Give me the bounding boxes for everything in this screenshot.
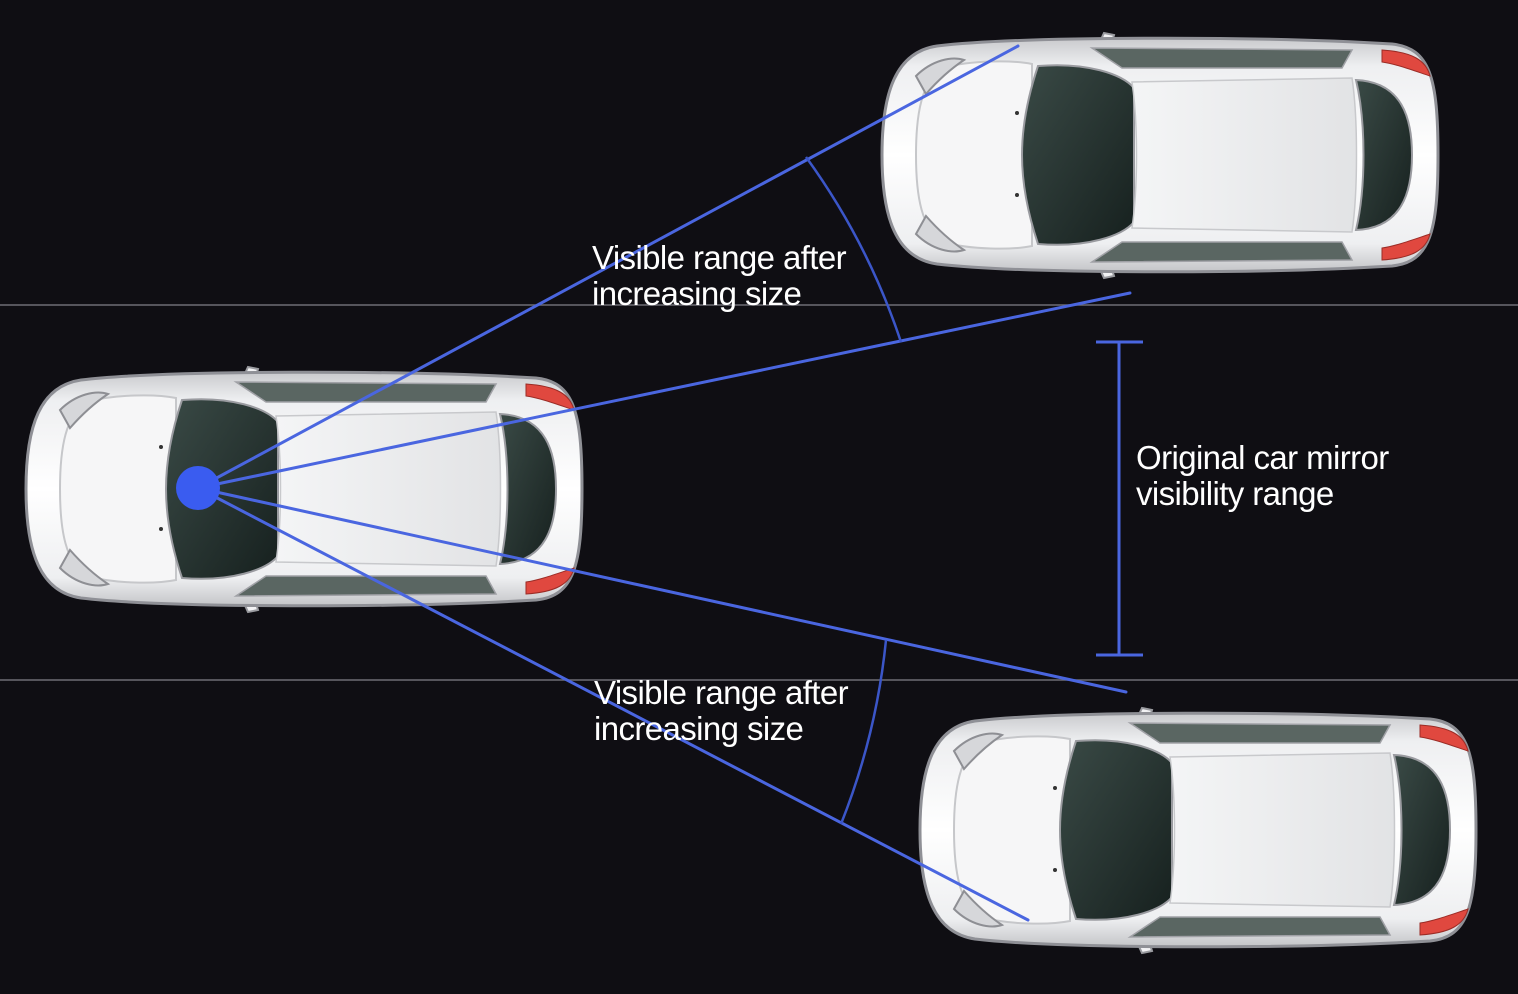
angle-arc-lower — [839, 639, 888, 825]
car-left — [24, 365, 584, 614]
upper-range-label-line2: increasing size — [592, 275, 802, 312]
original-range-bracket — [1096, 340, 1143, 657]
angle-arc-upper — [804, 156, 903, 343]
car-upper-right — [880, 31, 1440, 280]
upper-range-label: Visible range after increasing size — [592, 239, 847, 312]
sight-lines — [196, 44, 1132, 922]
mirror-point — [176, 466, 220, 510]
original-range-label-line1: Original car mirror — [1136, 439, 1389, 476]
sight-line-lower-wide — [196, 486, 1030, 922]
original-range-label-line2: visibility range — [1136, 475, 1334, 512]
sight-line-upper-wide — [196, 44, 1020, 490]
lower-range-label-line1: Visible range after — [594, 674, 849, 711]
lower-range-label-line2: increasing size — [594, 710, 804, 747]
original-range-label: Original car mirror visibility range — [1136, 440, 1389, 512]
sight-line-lower-original — [196, 486, 1128, 694]
lower-range-label: Visible range after increasing size — [594, 674, 849, 747]
upper-range-label-line1: Visible range after — [592, 239, 847, 276]
sight-line-upper-original — [196, 291, 1132, 490]
car-lower-right — [918, 706, 1478, 955]
